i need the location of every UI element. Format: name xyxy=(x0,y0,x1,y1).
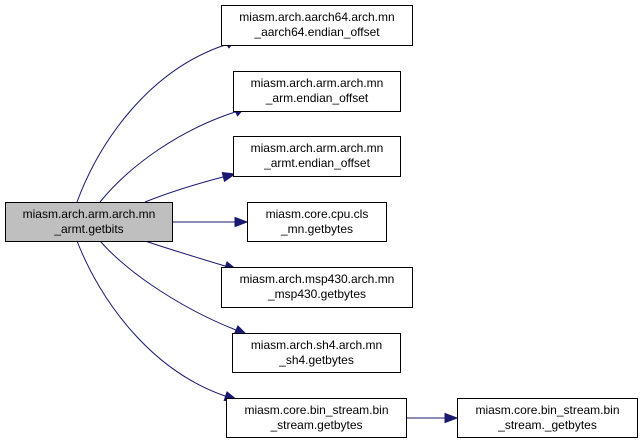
arrowhead-icon xyxy=(234,216,249,228)
node-label-line: miasm.arch.msp430.arch.mn xyxy=(240,272,395,286)
edge-root-to-n2 xyxy=(99,105,248,203)
node-function[interactable]: miasm.core.cpu.cls_mn.getbytes xyxy=(247,202,387,242)
edge-n7-to-n8 xyxy=(406,412,459,424)
edge-line xyxy=(76,43,227,203)
node-label-line: miasm.core.cpu.cls xyxy=(266,207,369,221)
node-box[interactable] xyxy=(221,267,413,308)
node-root-function[interactable]: miasm.arch.arm.arch.mn_armt.getbits xyxy=(5,202,173,242)
node-function[interactable]: miasm.arch.aarch64.arch.mn_aarch64.endia… xyxy=(221,5,413,46)
edge-root-to-n5 xyxy=(144,240,239,272)
node-box[interactable] xyxy=(221,5,413,46)
node-box[interactable] xyxy=(5,202,173,242)
nodes: miasm.arch.arm.arch.mn_armt.getbitsmiasm… xyxy=(5,5,638,438)
edge-line xyxy=(99,240,237,331)
node-label-line: _stream.getbytes xyxy=(269,418,362,432)
node-label-line: miasm.arch.aarch64.arch.mn xyxy=(239,10,394,24)
node-box[interactable] xyxy=(233,136,401,177)
node-label-line: _mn.getbytes xyxy=(280,222,353,236)
edge-root-to-n7 xyxy=(76,240,239,402)
node-label-line: _msp430.getbytes xyxy=(267,287,366,301)
edge-line xyxy=(76,240,226,397)
node-label-line: _armt.endian_offset xyxy=(263,156,371,170)
node-label-line: miasm.arch.arm.arch.mn xyxy=(23,207,156,221)
node-function[interactable]: miasm.arch.sh4.arch.mn_sh4.getbytes xyxy=(232,333,401,373)
node-label-line: _arm.endian_offset xyxy=(265,91,369,105)
edge-line xyxy=(144,176,224,203)
node-label-line: miasm.arch.arm.arch.mn xyxy=(251,141,384,155)
node-label-line: _sh4.getbytes xyxy=(278,353,354,367)
edge-line xyxy=(99,111,236,203)
arrowhead-icon xyxy=(444,412,459,424)
node-box[interactable] xyxy=(233,71,401,112)
node-box[interactable] xyxy=(226,398,407,438)
arrowhead-icon xyxy=(221,171,237,183)
node-function[interactable]: miasm.core.bin_stream.bin_stream.getbyte… xyxy=(226,398,407,438)
node-box[interactable] xyxy=(232,333,401,373)
node-label-line: miasm.core.bin_stream.bin xyxy=(244,403,388,417)
node-label-line: miasm.core.bin_stream.bin xyxy=(475,403,619,417)
node-box[interactable] xyxy=(457,398,638,438)
node-label-line: _stream._getbytes xyxy=(497,418,597,432)
node-function[interactable]: miasm.arch.msp430.arch.mn_msp430.getbyte… xyxy=(221,267,413,308)
node-function[interactable]: miasm.arch.arm.arch.mn_arm.endian_offset xyxy=(233,71,401,112)
edge-root-to-n3 xyxy=(144,171,237,203)
node-function[interactable]: miasm.core.bin_stream.bin_stream._getbyt… xyxy=(457,398,638,438)
node-function[interactable]: miasm.arch.arm.arch.mn_armt.endian_offse… xyxy=(233,136,401,177)
edge-line xyxy=(144,240,226,267)
edge-root-to-n4 xyxy=(172,216,249,228)
node-label-line: miasm.arch.arm.arch.mn xyxy=(251,76,384,90)
node-label-line: _armt.getbits xyxy=(53,222,123,236)
node-label-line: _aarch64.endian_offset xyxy=(253,25,380,39)
node-box[interactable] xyxy=(247,202,387,242)
node-label-line: miasm.arch.sh4.arch.mn xyxy=(251,338,382,352)
